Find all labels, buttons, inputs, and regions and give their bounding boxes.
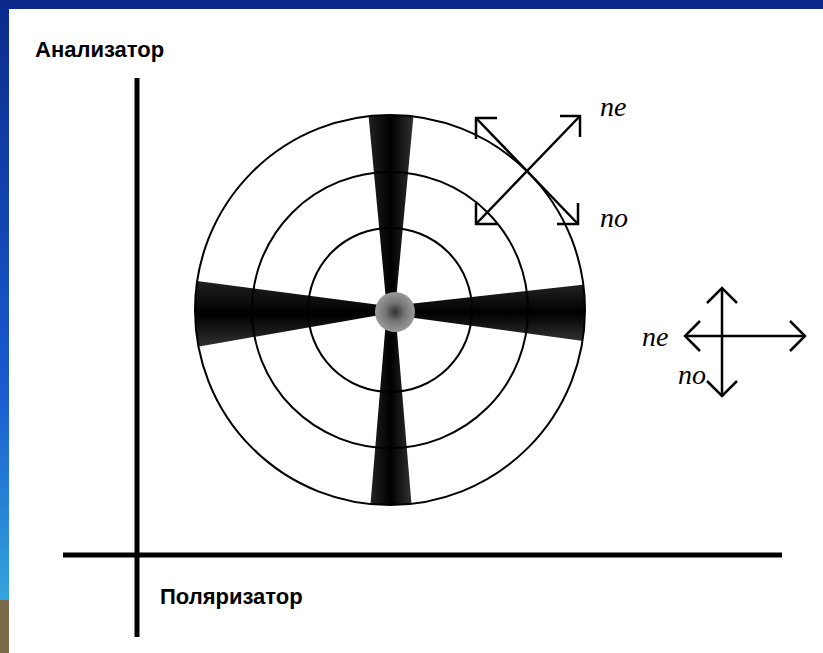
ray-label: ne <box>600 92 626 123</box>
isochromes <box>195 115 585 505</box>
ray-label: no <box>678 360 706 391</box>
ray-label: no <box>600 203 628 234</box>
vibration-arrows <box>476 116 805 396</box>
ray-label: ne <box>642 322 668 353</box>
slide-strip <box>0 0 9 653</box>
polarizer-axis <box>63 553 782 558</box>
slide-bar <box>0 0 823 9</box>
melatope <box>375 292 415 332</box>
axis-label: Анализатор <box>35 38 164 62</box>
axis-label: Поляризатор <box>160 585 303 609</box>
isogyre-brushes <box>190 110 590 510</box>
slide-corner <box>0 600 9 653</box>
